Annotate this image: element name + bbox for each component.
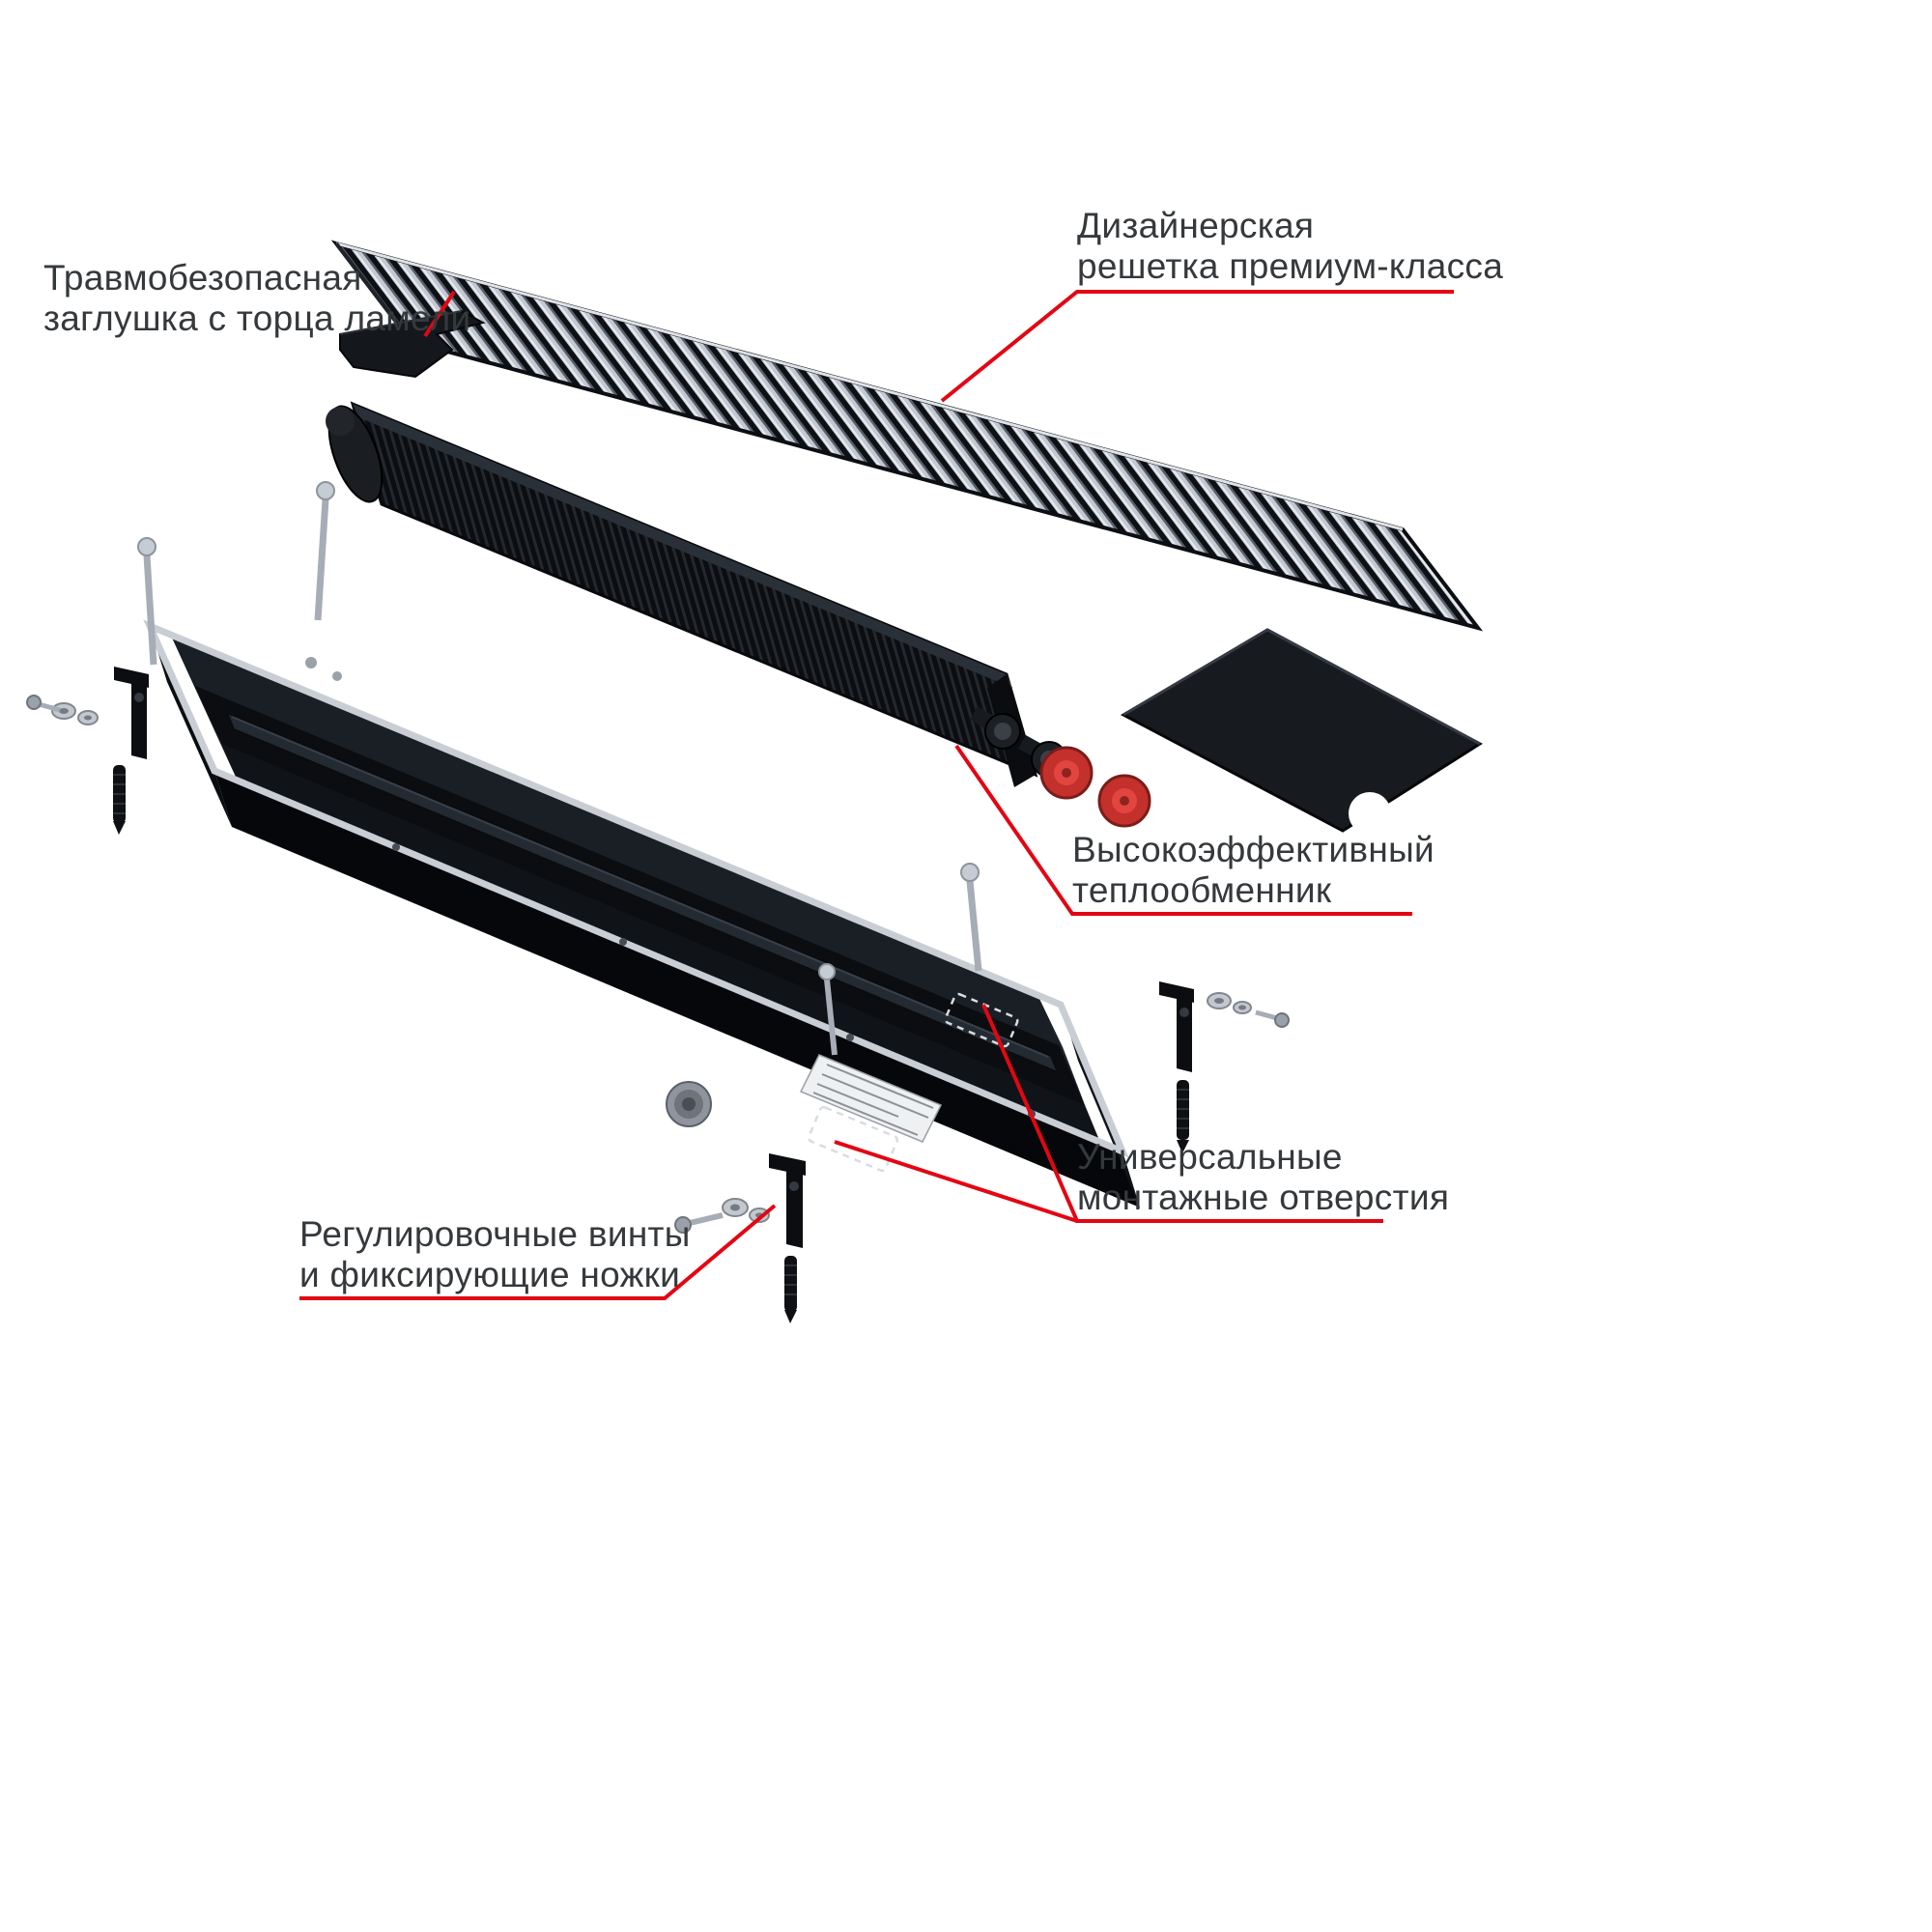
leader-endcap [423, 290, 456, 338]
label-grille-line1: Дизайнерская [1077, 206, 1314, 245]
rim-hole [619, 938, 627, 946]
designer-grille [330, 240, 1484, 632]
tray-divider-highlight [231, 716, 1049, 1058]
fixing-foot-bracket [769, 1153, 806, 1248]
label-mounting-holes-line1: Универсальные [1077, 1137, 1343, 1177]
tray-far-inner-wall [172, 638, 1063, 1047]
grille-slats [330, 240, 1484, 632]
adjusting-screw [137, 537, 157, 666]
tray-right-inner-wall [1039, 999, 1098, 1138]
leader-adjusters [299, 1204, 777, 1300]
label-heat-exchanger-line1: Высокоэффективный [1072, 830, 1435, 869]
leader-mounting-holes-2 [834, 1140, 1078, 1223]
bolt [674, 1212, 724, 1234]
leader-grille [940, 290, 1454, 403]
tray-left-inner-wall [172, 638, 236, 777]
label-mounting-holes-line2: монтажные отверстия [1077, 1178, 1449, 1217]
adjusting-screw [314, 481, 335, 621]
heat-exchanger-top-face [353, 404, 1012, 688]
heat-exchanger [326, 401, 1151, 828]
hardware-right [960, 863, 1290, 1153]
bolt [26, 695, 61, 713]
label-adjusters-line2: и фиксирующие ножки [299, 1255, 680, 1294]
cable-grommet [666, 1081, 712, 1127]
anchor-dowel [113, 765, 126, 835]
label-endcap-line1: Травмобезопасная [43, 258, 362, 298]
lid-plate [1120, 628, 1483, 835]
red-protective-cap [1039, 746, 1094, 800]
red-protective-cap [1097, 774, 1151, 828]
screw-head [332, 671, 342, 681]
label-grille-line2: решетка премиум-класса [1077, 246, 1503, 286]
tray-casing [143, 619, 1140, 1208]
label-adjusters-line1: Регулировочные винты [299, 1214, 691, 1254]
mounting-hole-outline [944, 992, 1019, 1048]
washer [749, 1208, 770, 1223]
lid-notch [1349, 792, 1391, 835]
bolt [1255, 1009, 1290, 1028]
pipe-elbow [326, 407, 355, 436]
rim-hole [846, 1034, 854, 1041]
adjusting-screw [960, 863, 982, 972]
leader-heat-exchanger [954, 744, 1412, 916]
hardware-left [26, 481, 335, 835]
rim-hole [392, 843, 400, 851]
label-endcap-line2: заглушка с торца ламели [43, 298, 470, 338]
label-heat-exchanger-line2: теплообменник [1072, 870, 1332, 910]
washer [77, 710, 99, 725]
screw-inside-tray [818, 963, 838, 1056]
tray-near-inner-wall [222, 744, 1098, 1138]
fixing-foot-bracket [114, 667, 149, 759]
pipe-fitting [984, 713, 1021, 750]
washer [1207, 992, 1232, 1009]
tray-chrome-rim [143, 619, 1129, 1158]
hardware-bottom [674, 1153, 806, 1323]
fixing-foot-bracket [1159, 981, 1194, 1072]
leader-lines [299, 290, 1454, 1300]
tray-divider [225, 711, 1060, 1074]
nameplate-sticker [799, 1054, 943, 1143]
anchor-dowel [1177, 1080, 1189, 1153]
washer [722, 1198, 749, 1217]
mounting-hole-outline [807, 1105, 899, 1173]
callout-labels: Травмобезопасная заглушка с торца ламели… [43, 206, 1503, 1294]
screw-head [305, 657, 317, 668]
lamella-end-cap [339, 309, 486, 379]
grille-far-edge-highlight [335, 242, 1404, 531]
anchor-dowel [784, 1256, 797, 1323]
washer [1233, 1001, 1252, 1014]
